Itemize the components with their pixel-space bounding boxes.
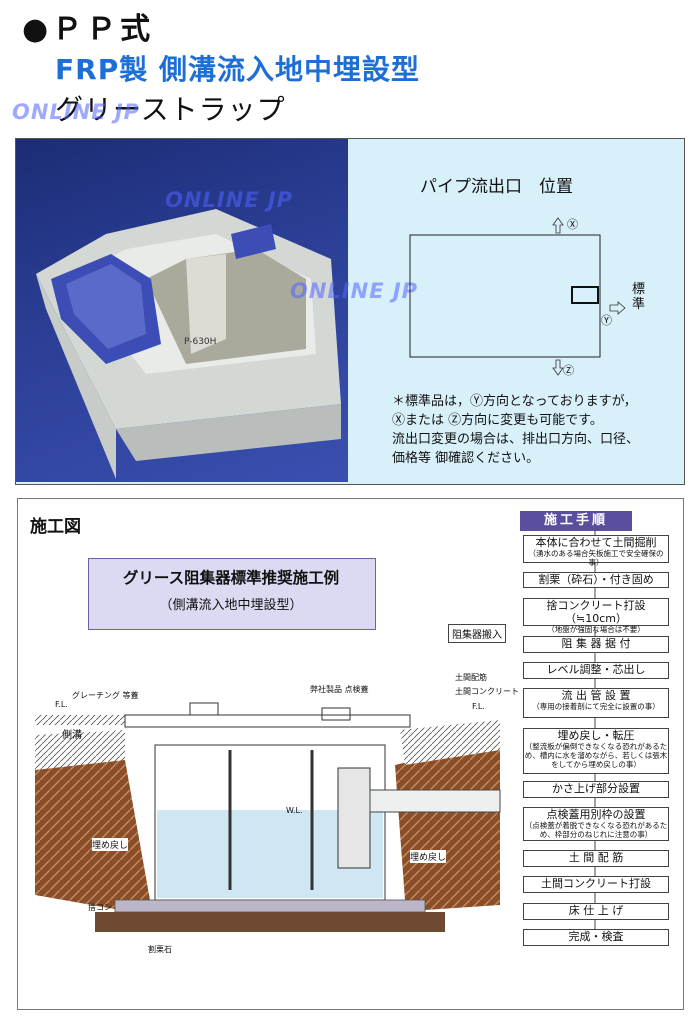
pipe-outlet-diagram (409, 217, 626, 376)
header-series: ●ＰＰ式 (22, 12, 155, 47)
label-interceptor-delivery: 阻集器搬入 (448, 624, 506, 643)
label-backfill-right: 埋め戻し (410, 850, 447, 863)
step-sub: （整流板が偏倒できなくなる恐れがあるため、槽内に水を溜めながら、若しくは張木をし… (524, 742, 668, 769)
step-sub: （湧水のある場合矢板施工で安全確保の事） (528, 549, 664, 567)
step-item: 床 仕 上 げ (523, 903, 669, 920)
step-main: 捨コンクリート打設（≒10cm） (546, 599, 646, 625)
step-main: 土 間 配 筋 (568, 851, 624, 864)
construction-example-box (88, 558, 376, 630)
pipe-outlet-note: ＊標準品は，Ⓨ方向となっておりますが， Ⓧまたは Ⓩ方向に変更も可能です。 流出… (392, 392, 639, 468)
direction-z-label: Ⓩ (563, 364, 574, 377)
label-doma-concrete: 土間コンクリート (455, 687, 519, 696)
label-fl-right: F.L. (472, 702, 485, 711)
step-main: レベル調整・芯出し (546, 663, 646, 676)
note-line: 価格等 御確認ください。 (392, 451, 540, 466)
label-cover: 弊社製品 点検蓋 (310, 685, 369, 694)
step-item: かさ上げ部分設置 (523, 781, 669, 798)
label-fl-left: F.L. (55, 700, 68, 709)
direction-y-label: Ⓨ (601, 314, 612, 327)
step-main: 流 出 管 設 置 (561, 689, 631, 702)
label-water-level: W.L. (286, 806, 303, 815)
header-product-type: FRP製 側溝流入地中埋設型 (55, 53, 420, 86)
step-main: 本体に合わせて土間掘削 (535, 536, 657, 549)
step-main: 点検蓋用別枠の設置 (546, 808, 646, 821)
step-item: 土間コンクリート打設 (523, 876, 669, 893)
step-item: 本体に合わせて土間掘削（湧水のある場合矢板施工で安全確保の事） (523, 535, 669, 567)
header-product-name: グリーストラップ (55, 93, 286, 126)
grease-trap-illustration: P-630H (36, 209, 341, 479)
step-main: 完成・検査 (568, 930, 624, 943)
step-item: 点検蓋用別枠の設置（点検蓋が着脱できなくなる恐れがあるため、枠部分のねじれに注意… (523, 807, 669, 841)
standard-direction-label: 標準 (632, 282, 646, 312)
step-main: かさ上げ部分設置 (552, 782, 640, 795)
step-item: 土 間 配 筋 (523, 850, 669, 867)
label-sokkou: 側溝 (62, 730, 82, 741)
step-main: 阻 集 器 据 付 (561, 637, 631, 650)
pipe-outlet-title: パイプ流出口 位置 (420, 177, 573, 197)
step-main: 埋め戻し・転圧 (557, 729, 635, 742)
watermark-text-3: ONLINE JP (290, 279, 419, 303)
step-item: 阻 集 器 据 付 (523, 636, 669, 653)
step-item: 割栗（砕石）・付き固め (523, 572, 669, 588)
product-model-label: P-630H (184, 337, 216, 347)
construction-example-title: グリース阻集器標準推奨施工例 (122, 569, 340, 587)
step-sub: （専用の接着剤にて完全に設置の事） (532, 702, 660, 711)
direction-x-label: Ⓧ (567, 218, 578, 231)
note-line: Ⓧまたは Ⓩ方向に変更も可能です。 (392, 413, 603, 428)
step-main: 床 仕 上 げ (568, 904, 624, 917)
construction-title: 施工図 (30, 517, 81, 537)
construction-example-subtitle: （側溝流入地中埋設型） (159, 598, 303, 613)
label-doma-haikin: 土間配筋 (455, 673, 487, 682)
note-line: 流出口変更の場合は、排出口方向、口径、 (392, 432, 640, 447)
label-backfill-left: 埋め戻し (92, 838, 129, 851)
step-item: 完成・検査 (523, 929, 669, 946)
watermark-text-2: ONLINE JP (165, 188, 294, 212)
steps-header: 施工手順 (520, 511, 632, 531)
step-sub: （地盤が強固な場合は不要） (547, 625, 645, 634)
label-lean-concrete: 捨コン (88, 903, 112, 912)
product-photo: P-630H (16, 139, 348, 482)
note-line: ＊標準品は，Ⓨ方向となっておりますが， (392, 394, 637, 409)
step-item: 流 出 管 設 置（専用の接着剤にて完全に設置の事） (523, 688, 669, 718)
step-item: 捨コンクリート打設（≒10cm）（地盤が強固な場合は不要） (523, 598, 669, 634)
step-item: 埋め戻し・転圧（整流板が偏倒できなくなる恐れがあるため、槽内に水を溜めながら、若… (523, 728, 669, 774)
label-crushed-stone: 割栗石 (148, 945, 172, 954)
watermark-text: ONLINE JP (12, 100, 141, 124)
step-main: 割栗（砕石）・付き固め (538, 573, 654, 586)
label-grating: グレーチング 等蓋 (72, 691, 139, 700)
installation-cross-section (35, 702, 501, 932)
step-sub: （点検蓋が着脱できなくなる恐れがあるため、枠部分のねじれに注意の事） (524, 821, 668, 839)
step-item: レベル調整・芯出し (523, 662, 669, 679)
step-main: 土間コンクリート打設 (541, 877, 651, 890)
